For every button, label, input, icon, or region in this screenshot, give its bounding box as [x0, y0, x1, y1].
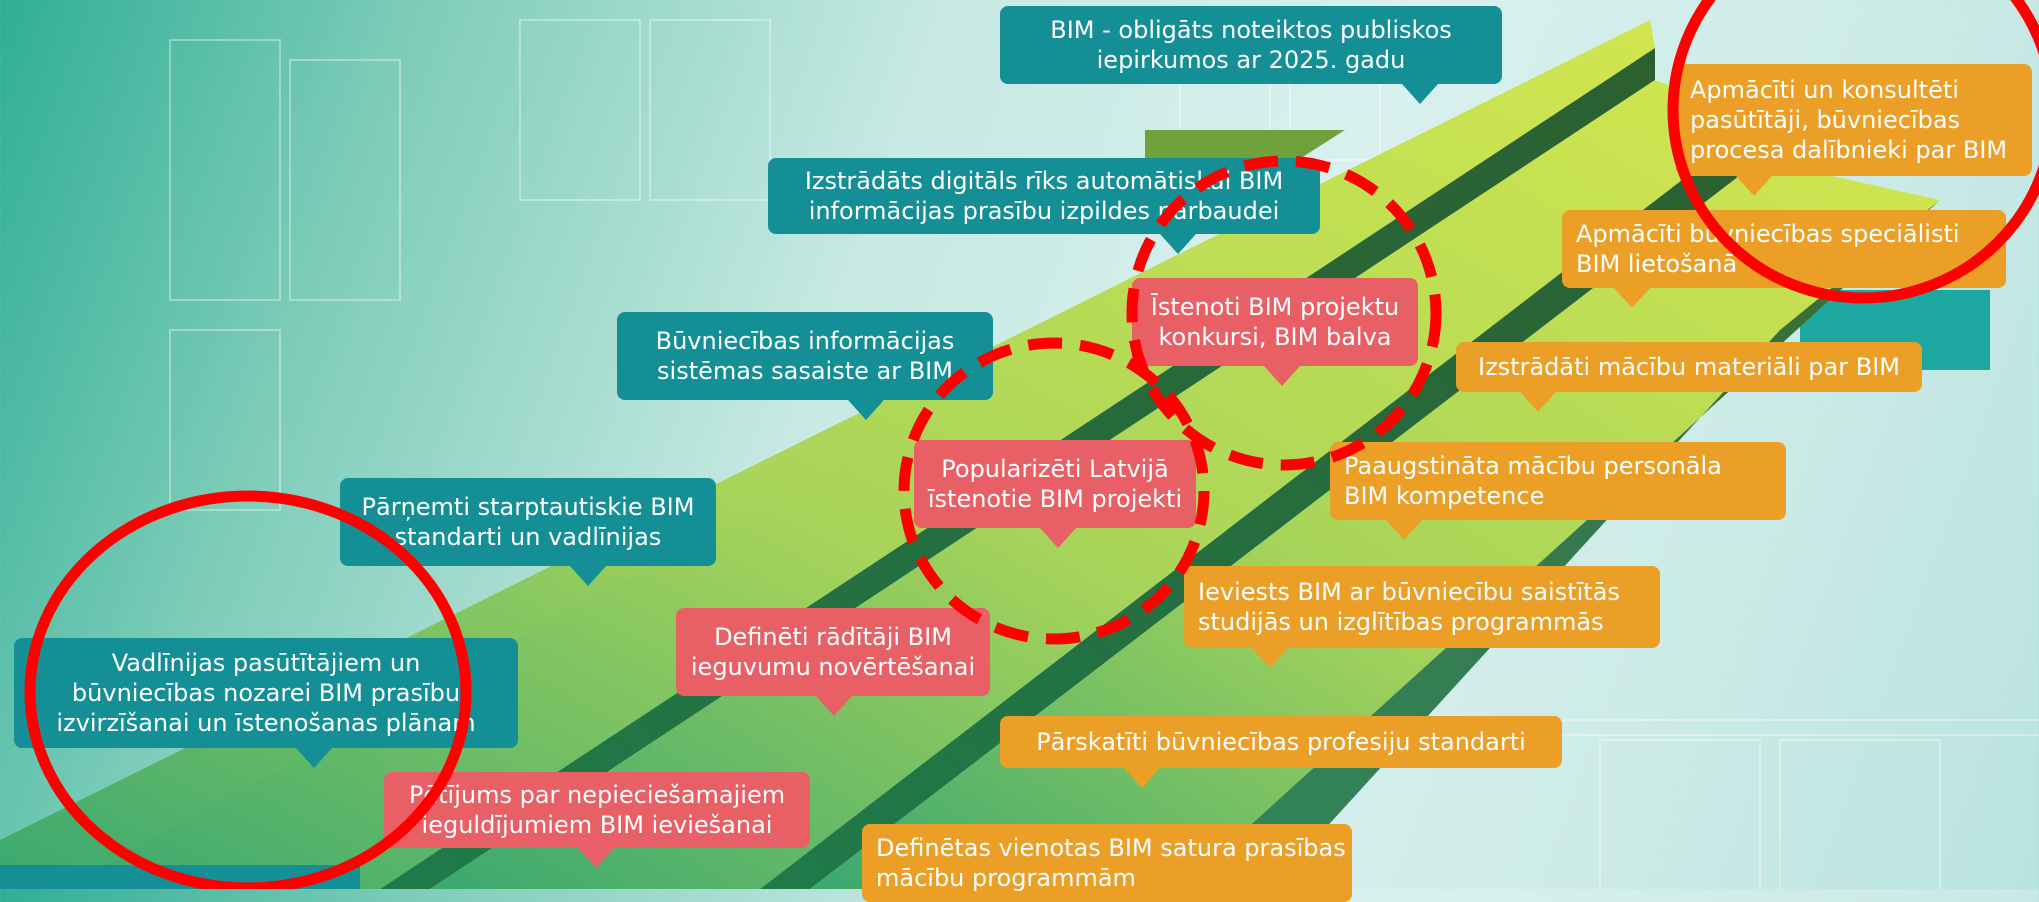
callout-pointer — [1520, 392, 1556, 412]
milestone-text: ieguvumu novērtēšanai — [690, 653, 976, 681]
milestone-text: Apmācīti būvniecības speciālisti — [1576, 220, 1960, 248]
callout-pointer — [1252, 648, 1288, 668]
milestone-text: mācību programmām — [876, 864, 1136, 892]
callout-pointer — [848, 400, 884, 420]
teal-milestone-box: BIM - obligāts noteiktos publiskos iepir… — [1000, 6, 1502, 84]
milestone-text: Apmācīti un konsultēti — [1690, 76, 1959, 104]
milestone-text: informācijas prasību izpildes pārbaudei — [808, 197, 1280, 225]
milestone-text: Definēti rādītāji BIM — [714, 623, 952, 651]
milestone-text: konkursi, BIM balva — [1158, 323, 1392, 351]
teal-milestone-box: Vadlīnijas pasūtītājiem un būvniecības n… — [14, 638, 518, 748]
milestone-text: Pārskatīti būvniecības profesiju standar… — [1036, 728, 1526, 756]
milestone-text: Pētījums par nepieciešamajiem — [408, 781, 786, 809]
red-milestone-box: Definēti rādītāji BIM ieguvumu novērtēša… — [676, 608, 990, 696]
orange-milestone-box: Apmācīti un konsultēti pasūtītāji, būvni… — [1676, 64, 2032, 176]
orange-milestone-box: Ieviests BIM ar būvniecību saistītās stu… — [1184, 566, 1660, 648]
orange-milestone-box: Apmācīti būvniecības speciālisti BIM lie… — [1562, 210, 2006, 288]
milestone-text: izvirzīšanai un īstenošanas plānam — [56, 709, 476, 737]
callout-pointer — [1160, 234, 1196, 254]
orange-milestone-box: Definētas vienotas BIM satura prasības m… — [862, 824, 1352, 902]
callout-pointer — [816, 696, 852, 716]
milestone-text: Izstrādāts digitāls rīks automātiskai BI… — [804, 167, 1284, 195]
teal-milestone-box: Būvniecības informācijas sistēmas sasais… — [617, 312, 993, 400]
milestone-text: Ieviests BIM ar būvniecību saistītās — [1198, 578, 1620, 606]
callout-pointer — [1386, 520, 1422, 540]
teal-milestone-box: Izstrādāts digitāls rīks automātiskai BI… — [768, 158, 1320, 234]
milestone-text: BIM kompetence — [1344, 482, 1545, 510]
milestone-text: īstenotie BIM projekti — [927, 485, 1183, 513]
milestone-text: standarti un vadlīnijas — [394, 523, 662, 551]
callout-pointer — [1124, 768, 1160, 788]
milestone-text: pasūtītāji, būvniecības — [1690, 106, 1961, 134]
milestone-text: Vadlīnijas pasūtītājiem un — [111, 649, 421, 677]
milestone-text: BIM lietošanā — [1576, 250, 1738, 278]
callout-pointer — [570, 566, 606, 586]
callout-pointer — [1736, 176, 1772, 196]
milestone-text: Pārņemti starptautiskie BIM — [361, 493, 695, 521]
red-milestone-box: Pētījums par nepieciešamajiem ieguldījum… — [384, 772, 810, 848]
milestone-text: iepirkumos ar 2025. gadu — [1096, 46, 1406, 74]
callout-pointer — [1264, 366, 1300, 386]
milestone-text: studijās un izglītības programmās — [1198, 608, 1604, 636]
milestone-text: procesa dalībnieki par BIM — [1690, 136, 2008, 164]
callout-pointer — [1402, 84, 1438, 104]
callout-pointer — [1614, 288, 1650, 308]
milestone-text: Īstenoti BIM projektu — [1150, 293, 1400, 321]
milestone-text: Būvniecības informācijas — [655, 327, 955, 355]
milestone-text: Definētas vienotas BIM satura prasības — [876, 834, 1346, 862]
callout-pointer — [1040, 528, 1076, 548]
callout-pointer — [296, 748, 332, 768]
milestone-text: Popularizēti Latvijā — [941, 455, 1169, 483]
orange-milestone-box: Izstrādāti mācību materiāli par BIM — [1456, 342, 1922, 392]
milestone-text: būvniecības nozarei BIM prasību — [71, 679, 461, 707]
milestone-text: Paaugstināta mācību personāla — [1344, 452, 1722, 480]
milestone-text: Izstrādāti mācību materiāli par BIM — [1478, 353, 1900, 381]
teal-milestone-box: Pārņemti starptautiskie BIM standarti un… — [340, 478, 716, 566]
orange-milestone-box: Paaugstināta mācību personāla BIM kompet… — [1330, 442, 1786, 520]
milestone-text: sistēmas sasaiste ar BIM — [657, 357, 953, 385]
milestone-text: ieguldījumiem BIM ieviešanai — [421, 811, 773, 839]
callout-pointer — [578, 848, 614, 868]
red-milestone-box: Īstenoti BIM projektu konkursi, BIM balv… — [1132, 278, 1418, 366]
orange-milestone-box: Pārskatīti būvniecības profesiju standar… — [1000, 716, 1562, 768]
red-milestone-box: Popularizēti Latvijā īstenotie BIM proje… — [914, 440, 1196, 528]
milestone-text: BIM - obligāts noteiktos publiskos — [1050, 16, 1452, 44]
